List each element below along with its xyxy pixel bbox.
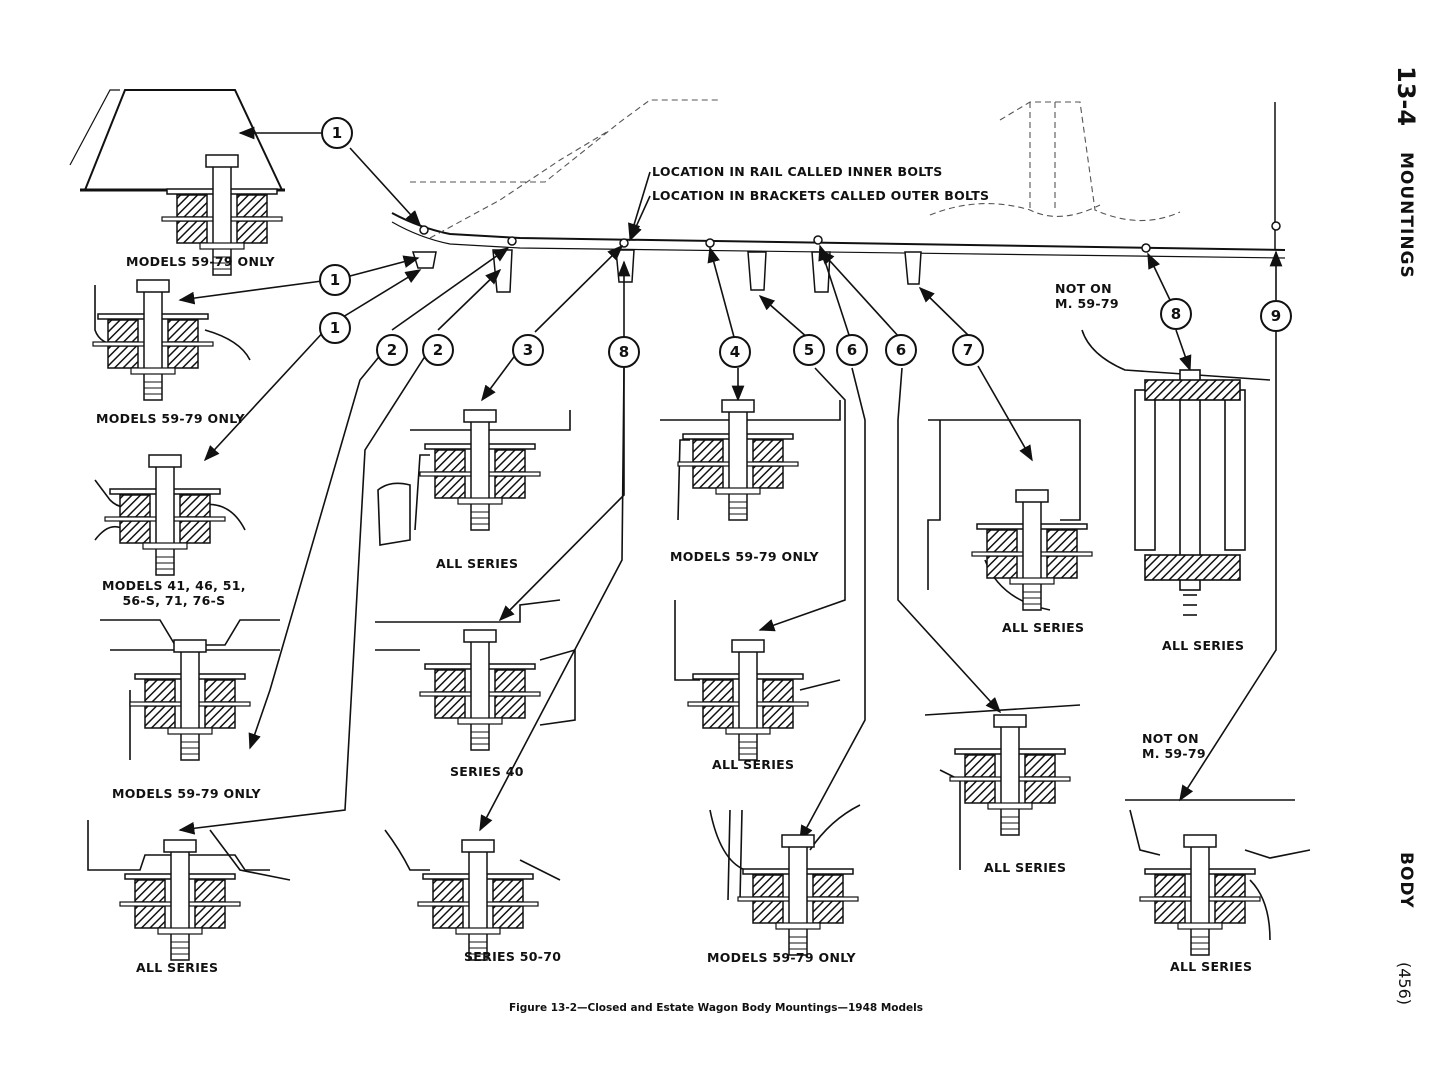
outer-bolts-label: LOCATION IN BRACKETS CALLED OUTER BOLTS bbox=[652, 188, 990, 203]
page-number: (456) bbox=[1395, 962, 1414, 1006]
section-number: 13-4 bbox=[1392, 66, 1420, 127]
callout-8-center: 8 bbox=[608, 336, 640, 368]
not-on-note-lower: NOT ON M. 59-79 bbox=[1142, 731, 1206, 761]
detail-10-drawing bbox=[674, 600, 841, 691]
detail-15-label: ALL SERIES bbox=[1170, 959, 1253, 974]
callout-8-right: 8 bbox=[1160, 298, 1192, 330]
callout-5: 5 bbox=[793, 334, 825, 366]
callout-6-left: 6 bbox=[836, 334, 868, 366]
detail-1-label: MODELS 59-79 ONLY bbox=[126, 254, 275, 269]
detail-6-label: ALL SERIES bbox=[436, 556, 519, 571]
callout-2-left: 2 bbox=[376, 334, 408, 366]
detail-10-label: ALL SERIES bbox=[712, 757, 795, 772]
detail-2-label: MODELS 59-79 ONLY bbox=[96, 411, 245, 426]
detail-12-drawing bbox=[927, 419, 1081, 611]
callout-1-lower: 1 bbox=[319, 312, 351, 344]
callout-2-right: 2 bbox=[422, 334, 454, 366]
not-on-note-upper: NOT ON M. 59-79 bbox=[1055, 281, 1119, 311]
callout-7: 7 bbox=[952, 334, 984, 366]
figure-caption: Figure 13-2—Closed and Estate Wagon Body… bbox=[509, 1002, 923, 1014]
body-outline-dashed bbox=[410, 99, 1181, 239]
detail-4-label: MODELS 59-79 ONLY bbox=[112, 786, 261, 801]
detail-7-label: SERIES 40 bbox=[450, 764, 524, 779]
callout-1-top: 1 bbox=[321, 117, 353, 149]
detail-12-label: ALL SERIES bbox=[1002, 620, 1085, 635]
detail-7-drawing bbox=[375, 599, 576, 726]
section-title: MOUNTINGS bbox=[1396, 152, 1416, 279]
callout-4: 4 bbox=[719, 336, 751, 368]
detail-9-label: MODELS 59-79 ONLY bbox=[670, 549, 819, 564]
detail-15-drawing bbox=[1125, 799, 1311, 941]
body-title: BODY bbox=[1396, 852, 1416, 909]
detail-13-label: ALL SERIES bbox=[984, 860, 1067, 875]
detail-5-drawing bbox=[87, 820, 291, 881]
detail-6-drawing bbox=[377, 410, 571, 546]
detail-8-drawing bbox=[384, 829, 561, 881]
frame-rail bbox=[391, 102, 1286, 259]
detail-14-label: ALL SERIES bbox=[1162, 638, 1245, 653]
detail-8-label: SERIES 50-70 bbox=[464, 949, 562, 964]
detail-11-label: MODELS 59-79 ONLY bbox=[707, 950, 856, 965]
detail-3-label: MODELS 41, 46, 51, 56-S, 71, 76-S bbox=[102, 578, 246, 608]
callout-3: 3 bbox=[512, 334, 544, 366]
callout-9: 9 bbox=[1260, 300, 1292, 332]
callout-1-middle: 1 bbox=[319, 264, 351, 296]
detail-9-drawing bbox=[660, 400, 841, 521]
detail-5-label: ALL SERIES bbox=[136, 960, 219, 975]
inner-bolts-label: LOCATION IN RAIL CALLED INNER BOLTS bbox=[652, 164, 943, 179]
detail-14-drawing bbox=[1081, 329, 1271, 616]
callout-6-right: 6 bbox=[885, 334, 917, 366]
detail-1-drawing bbox=[69, 89, 285, 192]
